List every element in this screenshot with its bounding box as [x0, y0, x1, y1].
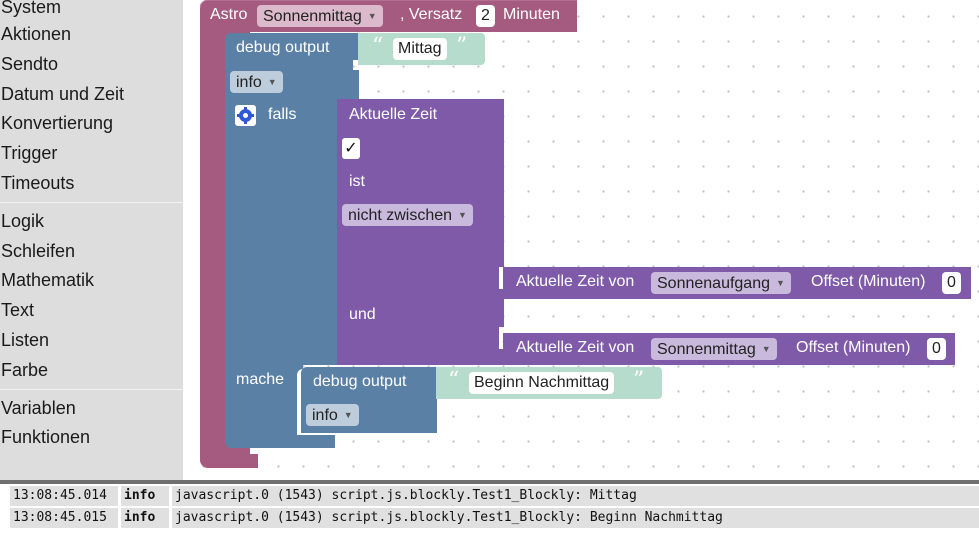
close-quote-icon: ”: [633, 368, 645, 393]
und-label: und: [349, 306, 376, 323]
log-divider[interactable]: [0, 480, 979, 484]
mache-label: mache: [236, 371, 285, 388]
astro-offset-label: , Versatz: [400, 6, 463, 23]
dropdown-arrow-icon: ▼: [267, 77, 277, 87]
toolbox-separator: [0, 201, 183, 203]
category-konvertierung[interactable]: Konvertierung: [1, 113, 114, 134]
log-row: 13:08:45.014 info javascript.0 (1543) sc…: [10, 486, 979, 506]
log-row: 13:08:45.015 info javascript.0 (1543) sc…: [10, 508, 979, 528]
dropdown-arrow-icon: ▼: [343, 410, 353, 420]
text-block-1[interactable]: “ Mittag ”: [358, 33, 485, 65]
debug-output-label: debug output: [313, 373, 407, 390]
debug-output-label: debug output: [236, 39, 330, 56]
log-column-separator: [118, 508, 121, 528]
astro-event-value: Sonnenmittag: [263, 8, 362, 25]
category-text[interactable]: Text: [1, 300, 35, 321]
toolbox-group-3: Variablen Funktionen: [0, 394, 183, 454]
log-time: 13:08:45.015: [13, 510, 107, 525]
blockly-workspace[interactable]: Astro Sonnenmittag▼ , Versatz 2 Minuten …: [183, 0, 979, 480]
offset-label: Offset (Minuten): [811, 273, 926, 290]
time-event-dropdown[interactable]: Sonnenaufgang ▼: [651, 272, 791, 294]
log-column-separator: [118, 486, 121, 506]
astro-event-dropdown[interactable]: Sonnenmittag ▼: [257, 5, 383, 27]
category-datum-und-zeit[interactable]: Datum und Zeit: [1, 83, 125, 104]
dropdown-arrow-icon: ▼: [761, 344, 771, 354]
current-time-label: Aktuelle Zeit: [349, 106, 438, 123]
log-column-separator: [169, 508, 172, 528]
log-level: info: [124, 510, 156, 525]
category-logik[interactable]: Logik: [1, 210, 45, 231]
close-quote-icon: ”: [456, 34, 468, 59]
category-trigger[interactable]: Trigger: [1, 143, 58, 164]
time-of-event-block-2[interactable]: Aktuelle Zeit von Sonnenmittag ▼ Offset (…: [503, 333, 955, 365]
log-column-separator: [169, 486, 172, 506]
time-of-label: Aktuelle Zeit von: [516, 273, 635, 290]
operator-dropdown[interactable]: nicht zwischen ▼: [342, 204, 473, 226]
toolbox-separator: [0, 388, 183, 390]
dropdown-arrow-icon: ▼: [367, 11, 377, 21]
open-quote-icon: “: [448, 368, 460, 393]
category-schleifen[interactable]: Schleifen: [1, 240, 76, 261]
toolbox-group-2: Logik Schleifen Mathematik Text Listen F…: [0, 207, 183, 386]
category-aktionen[interactable]: Aktionen: [1, 24, 72, 44]
text-block-2[interactable]: “ Beginn Nachmittag ”: [436, 367, 662, 399]
time-of-label: Aktuelle Zeit von: [516, 339, 635, 356]
toolbox-group-1: System Aktionen Sendto Datum und Zeit Ko…: [0, 0, 183, 199]
astro-unit-label: Minuten: [503, 6, 560, 23]
astro-label: Astro: [210, 6, 248, 23]
text-value-field[interactable]: Mittag: [393, 38, 447, 60]
log-level: info: [124, 488, 156, 503]
debug-level-dropdown[interactable]: info ▼: [306, 404, 359, 426]
debug-level-value: info: [236, 74, 262, 91]
log-time: 13:08:45.014: [13, 488, 107, 503]
time-of-event-block-1[interactable]: Aktuelle Zeit von Sonnenaufgang ▼ Offset …: [503, 267, 971, 299]
gear-icon[interactable]: [235, 105, 256, 126]
if-block-shape: [225, 99, 337, 448]
dropdown-arrow-icon: ▼: [458, 210, 467, 220]
time-event-value: Sonnenmittag: [657, 341, 756, 358]
offset-input[interactable]: 0: [942, 272, 961, 294]
ist-label: ist: [349, 173, 365, 190]
log-message: javascript.0 (1543) script.js.blockly.Te…: [175, 488, 637, 503]
category-funktionen[interactable]: Funktionen: [1, 427, 91, 448]
debug-level-value: info: [312, 407, 338, 424]
category-timeouts[interactable]: Timeouts: [1, 172, 75, 193]
category-listen[interactable]: Listen: [1, 329, 50, 350]
offset-input[interactable]: 0: [927, 338, 946, 360]
category-farbe[interactable]: Farbe: [1, 359, 49, 380]
time-compare-shape: [337, 99, 504, 365]
category-system[interactable]: System: [1, 0, 62, 17]
use-current-time-checkbox[interactable]: ✓: [342, 138, 360, 159]
category-variablen[interactable]: Variablen: [1, 397, 76, 418]
toolbox-sidebar: System Aktionen Sendto Datum und Zeit Ko…: [0, 0, 183, 480]
dropdown-arrow-icon: ▼: [776, 278, 785, 288]
log-panel: 13:08:45.014 info javascript.0 (1543) sc…: [0, 484, 979, 551]
astro-offset-input[interactable]: 2: [476, 5, 495, 27]
debug-level-dropdown[interactable]: info ▼: [230, 71, 283, 93]
category-sendto[interactable]: Sendto: [1, 53, 59, 74]
falls-label: falls: [268, 106, 297, 123]
operator-value: nicht zwischen: [348, 207, 453, 224]
time-event-dropdown[interactable]: Sonnenmittag ▼: [651, 338, 777, 360]
time-event-value: Sonnenaufgang: [657, 275, 770, 292]
offset-label: Offset (Minuten): [796, 339, 911, 356]
log-message: javascript.0 (1543) script.js.blockly.Te…: [175, 510, 723, 525]
category-mathematik[interactable]: Mathematik: [1, 270, 95, 291]
text-value-field[interactable]: Beginn Nachmittag: [469, 372, 615, 394]
open-quote-icon: “: [372, 34, 384, 59]
